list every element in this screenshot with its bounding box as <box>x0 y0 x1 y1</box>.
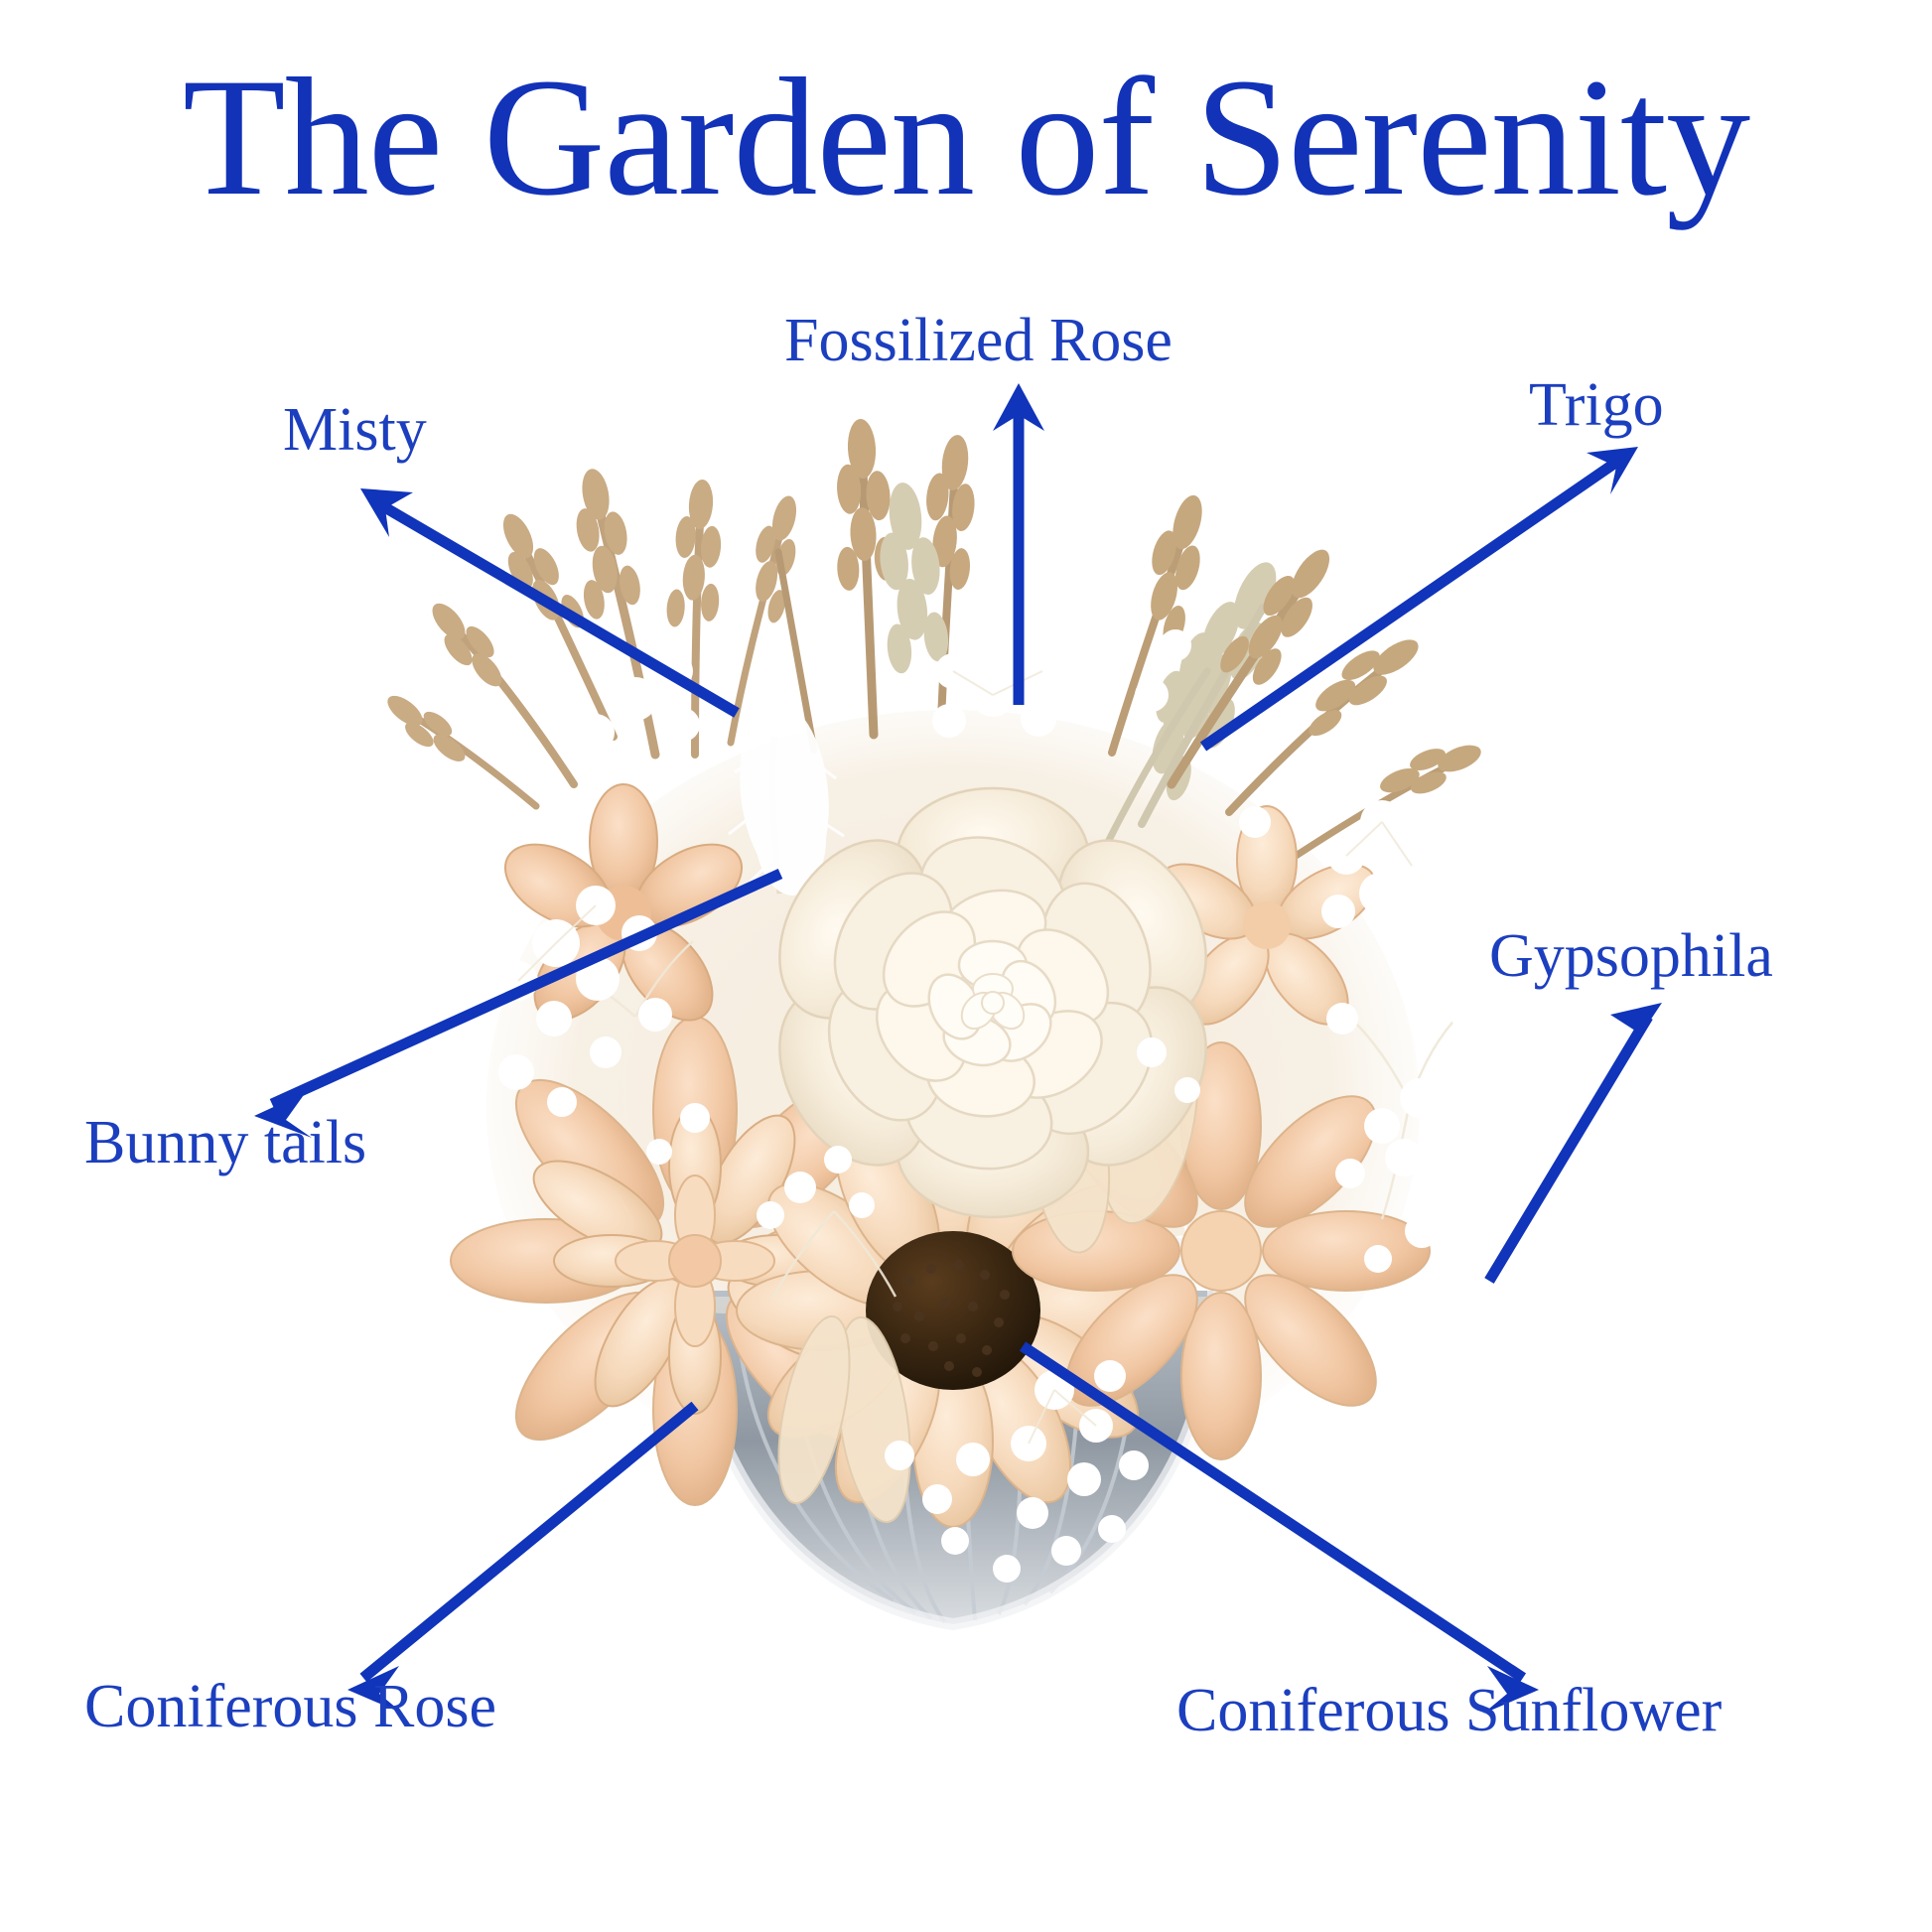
fossilized-rose-bloom <box>778 786 1207 1219</box>
callout-label-fossilized-rose: Fossilized Rose <box>784 307 1173 374</box>
page-title: The Garden of Serenity <box>182 44 1750 230</box>
callout-label-coniferous-sunflower: Coniferous Sunflower <box>1176 1677 1723 1744</box>
callout-label-gypsophila: Gypsophila <box>1489 922 1773 990</box>
callout-label-bunny-tails: Bunny tails <box>84 1109 367 1176</box>
callout-label-misty: Misty <box>283 396 427 464</box>
callout-label-trigo: Trigo <box>1529 371 1664 439</box>
callout-label-coniferous-rose: Coniferous Rose <box>84 1673 497 1740</box>
